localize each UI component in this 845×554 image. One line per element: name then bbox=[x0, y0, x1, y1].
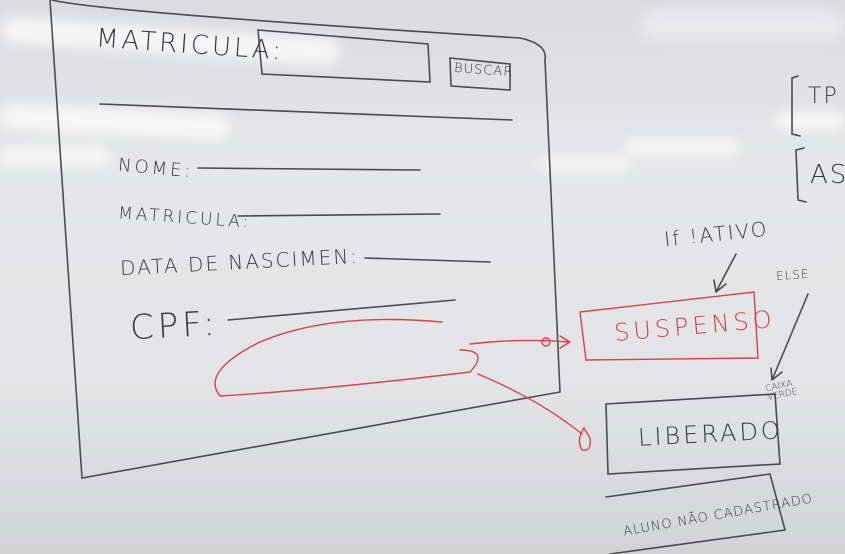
matricula-underline bbox=[237, 213, 441, 217]
data-nascimento-underline bbox=[364, 257, 491, 263]
matricula-input-box bbox=[257, 29, 431, 83]
form-outline bbox=[49, 0, 561, 479]
red-selection-loop bbox=[214, 318, 479, 397]
as-bracket bbox=[795, 147, 807, 203]
arrow-node bbox=[541, 337, 551, 347]
light-glare bbox=[625, 140, 740, 154]
light-glare bbox=[640, 10, 845, 40]
light-glare bbox=[0, 148, 110, 164]
liberado-box bbox=[605, 393, 781, 475]
cpf-label: CPF: bbox=[129, 303, 220, 349]
edge-note-as: AS bbox=[810, 160, 845, 190]
edge-note-tp: TP bbox=[808, 84, 839, 109]
if-arrow bbox=[713, 253, 737, 293]
buscar-button-box bbox=[449, 57, 511, 91]
arrow-to-liberado bbox=[477, 373, 583, 435]
nome-underline bbox=[197, 167, 421, 171]
suspenso-box bbox=[579, 291, 759, 361]
liberado-node bbox=[578, 426, 592, 451]
else-label: ELSE bbox=[775, 266, 810, 284]
nao-cadastrado-box bbox=[605, 473, 787, 554]
tp-bracket bbox=[791, 75, 801, 137]
form-separator-line bbox=[99, 103, 513, 121]
else-arrow bbox=[770, 293, 809, 381]
cpf-underline bbox=[227, 299, 456, 321]
arrow-to-suspenso bbox=[469, 335, 571, 349]
light-glare bbox=[540, 158, 630, 170]
